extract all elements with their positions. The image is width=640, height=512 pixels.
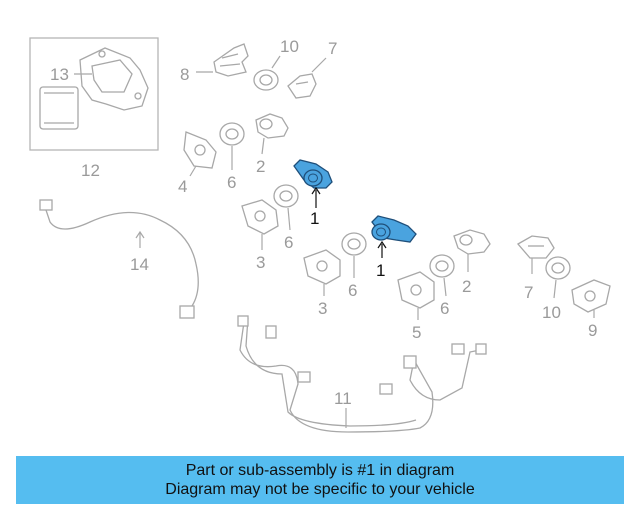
- part-1-sensor-upper[interactable]: [293, 159, 333, 208]
- callout-6-a[interactable]: 6: [227, 173, 236, 192]
- part-12-module-box: [29, 37, 159, 151]
- callout-1-lower[interactable]: 1: [376, 261, 385, 280]
- callout-14[interactable]: 14: [130, 255, 149, 274]
- part-2-sensor-a: [255, 113, 289, 155]
- part-3-bezel-a: [241, 199, 279, 250]
- callout-4[interactable]: 4: [178, 177, 187, 196]
- part-6-ring-b: [273, 184, 299, 231]
- part-1-sensor-lower[interactable]: [371, 215, 417, 258]
- part-10-ring-top: [253, 55, 281, 91]
- part-5-bezel: [397, 271, 435, 320]
- callout-6-c[interactable]: 6: [348, 281, 357, 300]
- part-7-cap-top: [287, 57, 327, 99]
- callout-13[interactable]: 13: [50, 65, 69, 84]
- callout-12[interactable]: 12: [81, 161, 100, 180]
- part-9-bezel: [571, 279, 611, 318]
- part-6-ring-c: [341, 232, 367, 278]
- banner-line-1: Part or sub-assembly is #1 in diagram: [185, 462, 455, 479]
- callout-2-b[interactable]: 2: [462, 277, 471, 296]
- callout-6-d[interactable]: 6: [440, 299, 449, 318]
- callout-2-a[interactable]: 2: [256, 157, 265, 176]
- part-14-harness: [39, 199, 199, 319]
- callout-1-upper[interactable]: 1: [310, 209, 319, 228]
- part-11-harness: [237, 315, 487, 433]
- info-banner: Part or sub-assembly is #1 in diagram Di…: [16, 456, 624, 504]
- part-3-bezel-b: [303, 249, 341, 296]
- callout-3-a[interactable]: 3: [256, 253, 265, 272]
- callout-9[interactable]: 9: [588, 321, 597, 340]
- part-2-sensor-b: [453, 229, 491, 272]
- callout-7-top[interactable]: 7: [328, 39, 337, 58]
- callout-10-top[interactable]: 10: [280, 37, 299, 56]
- part-7-cap-bottom: [516, 235, 555, 274]
- part-8-bracket: [196, 43, 249, 77]
- callout-3-b[interactable]: 3: [318, 299, 327, 318]
- part-6-ring-d: [429, 254, 455, 297]
- callout-10-bottom[interactable]: 10: [542, 303, 561, 322]
- part-4-bezel: [183, 131, 217, 177]
- callout-11[interactable]: 11: [334, 389, 352, 408]
- part-10-ring-bottom: [545, 256, 571, 299]
- callout-5[interactable]: 5: [412, 323, 421, 342]
- callout-6-b[interactable]: 6: [284, 233, 293, 252]
- parts-diagram: 13 12 8 10 7 4 6 2: [29, 37, 611, 433]
- banner-line-2: Diagram may not be specific to your vehi…: [165, 481, 475, 498]
- callout-8[interactable]: 8: [180, 65, 189, 84]
- callout-7-bottom[interactable]: 7: [524, 283, 533, 302]
- part-6-ring-a: [219, 122, 245, 170]
